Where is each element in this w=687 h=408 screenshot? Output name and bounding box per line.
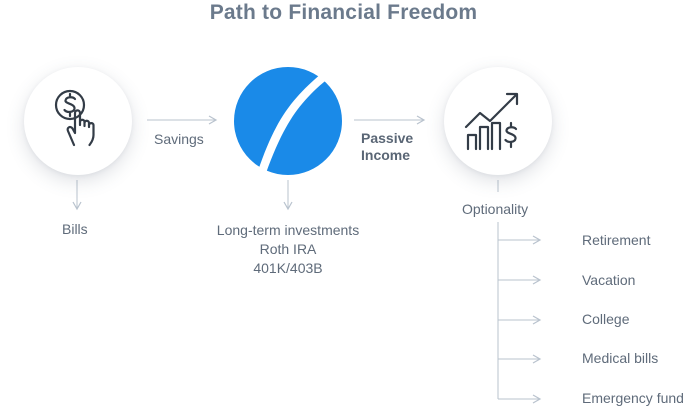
passive-income-line1: Passive <box>361 130 414 146</box>
option-vacation: Vacation <box>582 272 636 288</box>
savings-label: Savings <box>154 131 204 147</box>
growth-chart-dollar-icon <box>464 92 519 151</box>
passive-income-line2: Income <box>361 147 411 163</box>
option-retirement: Retirement <box>582 232 651 248</box>
brand-logo-icon <box>234 67 342 175</box>
optionality-label: Optionality <box>462 201 529 217</box>
bills-label: Bills <box>62 221 88 237</box>
passive-income-label: Passive Income <box>361 130 413 164</box>
option-college: College <box>582 311 630 327</box>
hand-dollar-coin-icon <box>54 89 95 147</box>
investments-line-1: Long-term investments <box>216 222 360 238</box>
bills-savings-circle <box>24 67 132 175</box>
page-title: Path to Financial Freedom <box>209 1 478 24</box>
option-emergency-fund: Emergency fund <box>582 390 684 406</box>
investments-line-2: Roth IRA <box>259 241 317 257</box>
option-medical-bills: Medical bills <box>582 350 659 366</box>
investments-label: Long-term investments Roth IRA 401K/403B <box>188 221 388 278</box>
investments-line-3: 401K/403B <box>253 260 323 276</box>
optionality-circle <box>444 67 552 175</box>
